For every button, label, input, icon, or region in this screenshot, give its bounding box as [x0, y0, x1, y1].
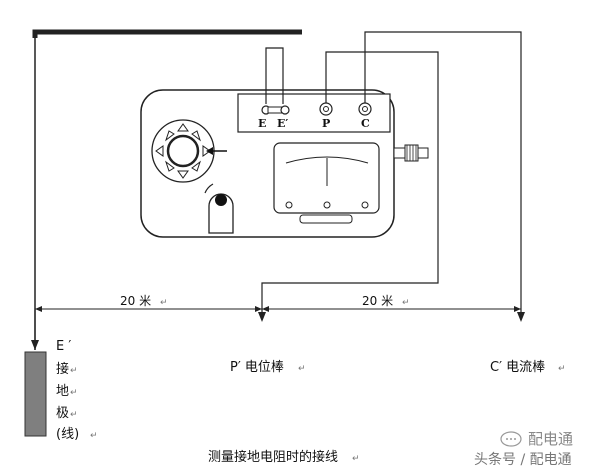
distance-right-label: 20 米: [362, 294, 393, 308]
probe-e-arrow: [31, 310, 39, 350]
e-electrode-label-line: E ′: [56, 339, 71, 354]
terminal-e-prime: [280, 105, 290, 115]
return-mark-icon: ↵: [402, 298, 410, 308]
rotation-arrow-icon: [206, 147, 227, 155]
c-probe-label: C′ 电流棒: [490, 360, 545, 375]
return-mark-icon: ↵: [558, 364, 566, 374]
terminal-e-prime-label: E′: [277, 117, 288, 130]
dimension-right: [262, 306, 521, 312]
return-mark-icon: ↵: [160, 298, 168, 308]
probe-c-arrow: [517, 312, 525, 322]
adjust-knob: [204, 183, 234, 234]
watermark-brand: 配电通: [528, 430, 573, 448]
terminal-p: [319, 102, 333, 116]
diagram-caption: 测量接地电阻时的接线: [208, 449, 338, 465]
crank-handle: [151, 119, 215, 183]
watermark: 配电通 头条号 / 配电通: [474, 430, 573, 468]
dimension-left: [35, 306, 262, 312]
return-mark-icon: ↵: [70, 388, 78, 398]
e-electrode-label-line: 地: [56, 384, 69, 399]
ground-electrode: [24, 351, 47, 437]
e-electrode-label-line: 极: [56, 406, 69, 421]
return-mark-icon: ↵: [70, 410, 78, 420]
e-terminal-jumper: [265, 47, 284, 104]
e-electrode-label-line: (线): [56, 427, 79, 442]
galvanometer: [273, 142, 380, 224]
terminal-c-label: C: [361, 117, 370, 130]
chat-bubble-icon: [500, 431, 522, 447]
return-mark-icon: ↵: [70, 366, 78, 376]
return-mark-icon: ↵: [90, 431, 98, 441]
e-electrode-label-line: 接: [56, 361, 69, 377]
distance-left-label: 20 米: [120, 294, 151, 308]
terminal-e-label: E: [258, 117, 266, 130]
p-probe-label: P′ 电位棒: [230, 360, 284, 375]
watermark-source: 头条号 / 配电通: [474, 451, 572, 468]
return-mark-icon: ↵: [298, 364, 306, 374]
side-connector: [393, 144, 429, 162]
terminal-p-label: P: [322, 117, 330, 130]
c-wire: [364, 31, 522, 312]
probe-p-arrow: [258, 312, 266, 322]
return-mark-icon: ↵: [352, 454, 360, 464]
ground-wire-top: [32, 29, 302, 38]
terminal-c: [358, 102, 372, 116]
p-wire: [261, 51, 439, 312]
